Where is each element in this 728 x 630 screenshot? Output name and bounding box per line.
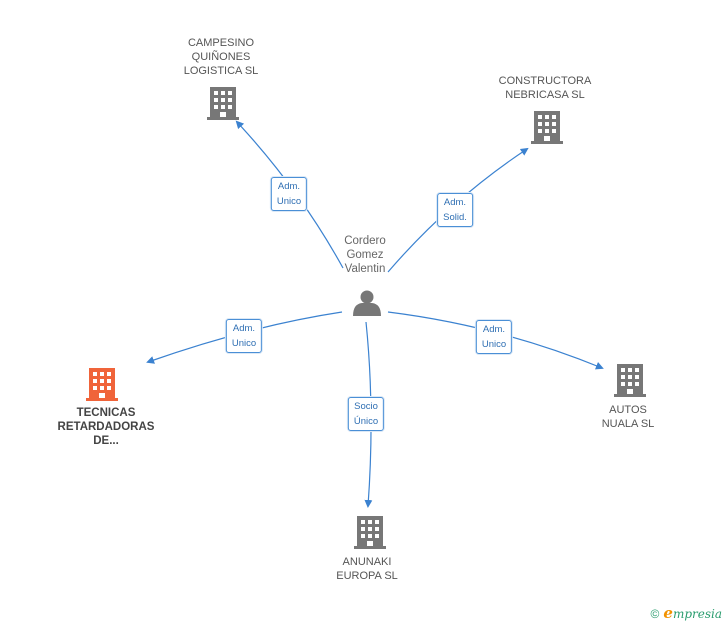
center-name-line: Gomez [346,249,384,261]
role-line: Solid. [443,212,467,223]
role-badge-campesino[interactable]: Adm. Unico [270,177,308,211]
role-badge-constructora[interactable]: Adm. Solid. [437,193,473,227]
center-name-line: Cordero [344,235,386,247]
center-person-label[interactable]: Cordero Gomez Valentin [344,234,386,276]
company-name-line: LOGISTICA SL [183,65,259,77]
building-icon[interactable] [531,111,563,144]
building-icon[interactable] [614,364,646,397]
company-label-tecnicas[interactable]: TECNICAS RETARDADORAS DE... [58,406,155,448]
footer-brand: ©empresia [651,604,722,622]
company-name-line: AUTOS [609,404,647,416]
company-name-line: NEBRICASA SL [505,89,585,101]
building-icon[interactable] [86,368,118,401]
brand-logo: empresia [663,604,722,622]
company-name-line: DE... [93,435,119,447]
company-name-line: TECNICAS [76,407,136,419]
copyright-symbol: © [650,607,660,621]
center-name-line: Valentin [344,263,386,275]
company-name-line: NUALA SL [601,418,655,430]
role-line: Adm. [482,324,506,335]
building-icon[interactable] [207,87,239,120]
company-name-line: ANUNAKI [342,556,392,568]
company-name-line: EUROPA SL [336,570,398,582]
role-line: Unico [276,196,302,207]
role-badge-tecnicas[interactable]: Adm. Unico [225,319,263,353]
role-line: Adm. [232,323,256,334]
company-label-autos[interactable]: AUTOS NUALA SL [602,403,655,431]
brand-rest: mpresia [672,607,722,621]
company-name-line: QUIÑONES [191,51,251,63]
company-name-line: CAMPESINO [187,37,254,49]
building-icon[interactable] [354,516,386,549]
role-badge-autos[interactable]: Adm. Unico [475,320,513,354]
company-name-line: RETARDADORAS [57,421,155,433]
role-line: Adm. [277,181,301,192]
role-line: Único [353,416,379,427]
person-icon[interactable] [353,290,381,317]
company-label-campesino[interactable]: CAMPESINO QUIÑONES LOGISTICA SL [184,36,259,78]
role-line: Socio [354,401,378,412]
role-line: Unico [481,339,507,350]
role-line: Unico [231,338,257,349]
company-label-constructora[interactable]: CONSTRUCTORA NEBRICASA SL [499,74,592,102]
role-line: Adm. [443,197,467,208]
company-name-line: CONSTRUCTORA [498,75,592,87]
company-label-anunaki[interactable]: ANUNAKI EUROPA SL [336,555,398,583]
brand-initial: e [663,604,673,622]
role-badge-anunaki[interactable]: Socio Único [347,397,385,431]
